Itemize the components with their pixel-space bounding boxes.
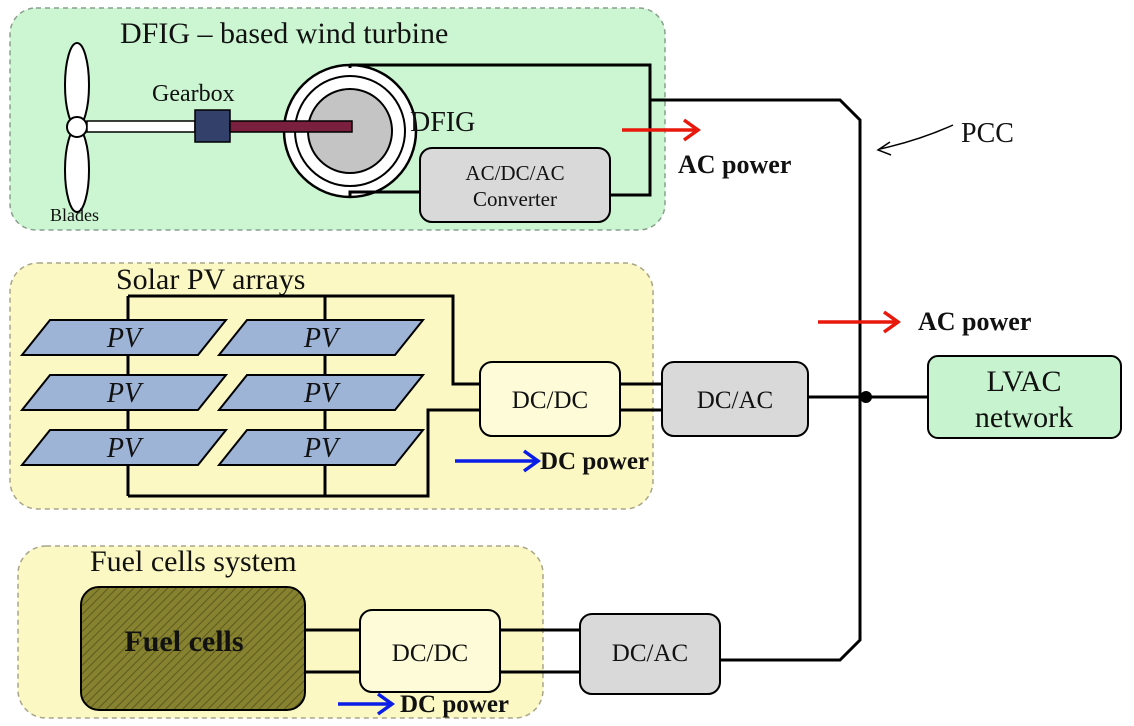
fuel-dc-dc-label: DC/DC [392,640,468,667]
fuel-dc-dc-converter [359,609,501,693]
pv-panel: PV [216,374,426,411]
lvac-label-line2: network [975,401,1073,434]
high-speed-shaft [229,120,353,133]
solar-dc-power-arrow [455,449,542,473]
pv-panel: PV [19,319,229,356]
fuel-cells-stack [80,586,306,711]
svg-text:PV: PV [303,323,341,354]
solar-dc-dc-label: DC/DC [512,387,588,414]
fuel-cells-label: Fuel cells [124,625,243,658]
wind-ac-power-label: AC power [678,150,791,179]
pv-panel: PV [216,429,426,466]
lvac-network-box [927,355,1122,439]
fuel-dc-power-label: DC power [400,691,509,718]
low-speed-shaft [86,120,196,133]
pv-panel: PV [19,374,229,411]
wind-ac-power-arrow [622,118,702,142]
fuel-dc-ac-inverter [579,613,721,695]
dfig-label: DFIG [410,107,475,138]
blades-icon [64,42,90,213]
converter-label-line1: AC/DC/AC [465,161,564,185]
pv-panel: PV [216,319,426,356]
bus-ac-power-label: AC power [918,307,1031,336]
pcc-pointer-arrow [876,124,954,156]
pcc-junction [860,391,872,403]
svg-text:PV: PV [303,433,341,464]
fuel-dc-ac-label: DC/AC [612,640,688,667]
solar-pv-group: Solar PV arrays PV PV PV PV PV PV [9,262,654,510]
lvac-label-line1: LVAC [986,365,1061,398]
fuel-cells-title: Fuel cells system [90,545,297,578]
ac-dc-ac-converter [419,147,611,223]
wind-turbine-title: DFIG – based wind turbine [120,17,448,50]
gearbox-icon [194,109,231,143]
fuel-cells-group: Fuel cells system Fuel cells DC/DC DC po… [17,545,544,719]
solar-dc-ac-label: DC/AC [697,387,773,414]
svg-text:PV: PV [303,378,341,409]
svg-text:PV: PV [106,378,144,409]
solar-pv-title: Solar PV arrays [116,263,305,296]
svg-text:PV: PV [106,433,144,464]
solar-dc-dc-converter [479,361,621,437]
fuel-dc-power-arrow [338,692,396,716]
solar-dc-ac-inverter [661,361,809,437]
gearbox-label: Gearbox [152,81,235,107]
wind-turbine-group: DFIG – based wind turbine Blades Gearbox… [9,7,791,231]
bus-ac-power-arrow [818,310,902,334]
converter-label-line2: Converter [473,187,557,211]
pv-panel: PV [19,429,229,466]
pcc-label: PCC [961,118,1014,149]
solar-dc-power-label: DC power [540,448,649,475]
svg-text:PV: PV [106,323,144,354]
blades-label: Blades [50,205,99,225]
